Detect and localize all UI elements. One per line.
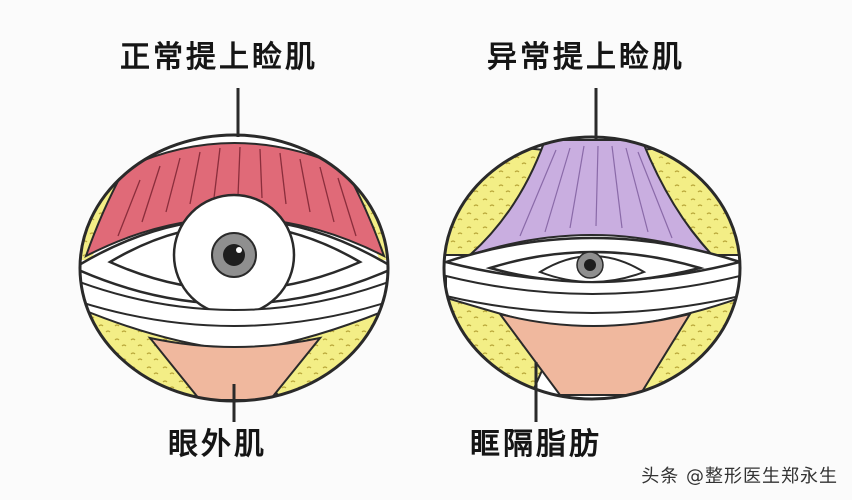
abnormal-eye-outline bbox=[442, 135, 742, 401]
normal-orbicularis bbox=[147, 336, 323, 401]
normal-eye bbox=[78, 88, 390, 422]
normal-muscle-label: 正常提上睑肌 bbox=[120, 40, 318, 75]
abnormal-levator-muscle bbox=[469, 139, 713, 256]
watermark: 头条 @整形医生郑永生 bbox=[641, 466, 838, 487]
abnormal-levator-fibers bbox=[519, 145, 673, 239]
abnormal-septal-area bbox=[497, 312, 693, 396]
normal-pupil-highlight bbox=[236, 247, 242, 253]
normal-pupil bbox=[223, 244, 245, 266]
abnormal-lower-lid bbox=[445, 274, 740, 314]
septal-fat-label: 眶隔脂肪 bbox=[470, 427, 602, 462]
abnormal-eye bbox=[442, 88, 742, 422]
orbicularis-label: 眼外肌 bbox=[168, 427, 267, 462]
abnormal-pupil bbox=[584, 259, 596, 271]
abnormal-muscle-label: 异常提上睑肌 bbox=[487, 40, 685, 75]
normal-levator-fibers bbox=[117, 146, 357, 237]
normal-lower-lid bbox=[80, 278, 388, 327]
